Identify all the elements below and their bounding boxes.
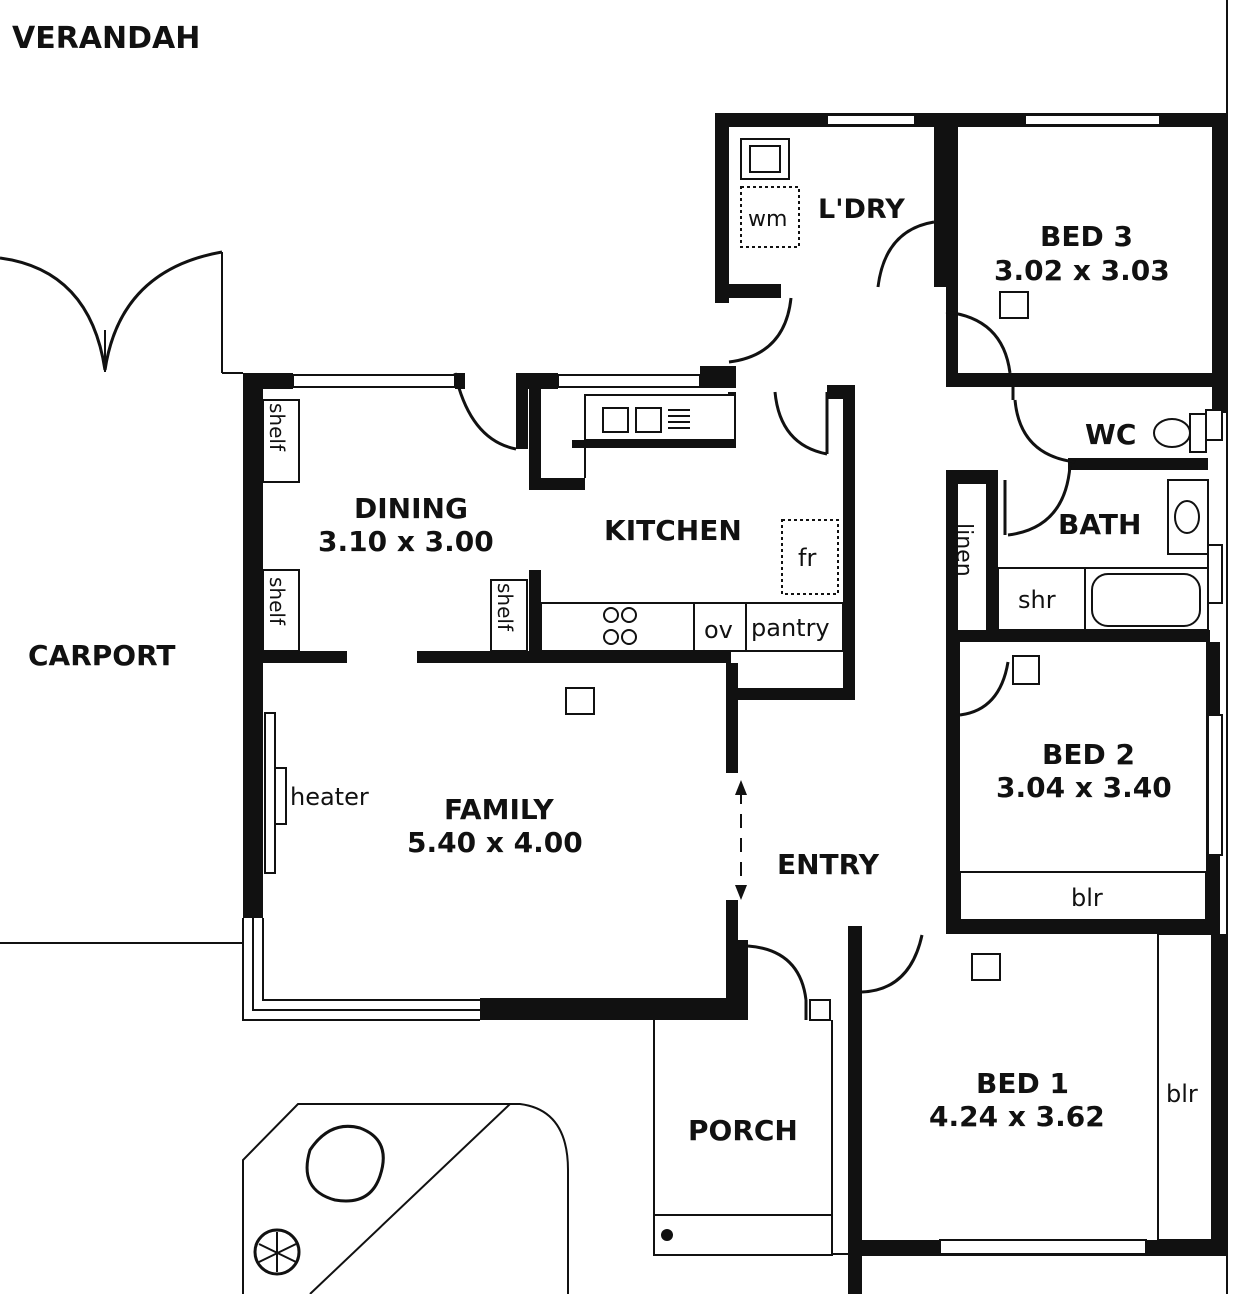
- label-bed2-name: BED 2: [1042, 738, 1135, 771]
- label-verandah: VERANDAH: [12, 21, 200, 56]
- label-dining-size: 3.10 x 3.00: [318, 525, 494, 558]
- label-entry: ENTRY: [777, 848, 880, 881]
- label-fr: fr: [798, 544, 816, 572]
- label-family-name: FAMILY: [444, 793, 554, 826]
- label-shr: shr: [1018, 586, 1056, 614]
- label-bed3-name: BED 3: [1040, 220, 1133, 253]
- label-kitchen: KITCHEN: [604, 514, 742, 547]
- fixtures: [242, 138, 1213, 1294]
- label-linen: linen: [951, 523, 976, 577]
- label-bed1-size: 4.24 x 3.62: [929, 1100, 1105, 1133]
- label-bath: BATH: [1058, 508, 1141, 541]
- label-shelf-kitchen: shelf: [493, 583, 517, 632]
- label-ldry: L'DRY: [818, 194, 905, 225]
- label-wm: wm: [748, 207, 787, 232]
- label-porch: PORCH: [688, 1114, 798, 1147]
- label-dining-name: DINING: [354, 492, 468, 525]
- door-swings: [453, 220, 1076, 1020]
- label-bed2-size: 3.04 x 3.40: [996, 771, 1172, 804]
- label-ov: ov: [704, 616, 733, 644]
- label-wc: WC: [1085, 418, 1136, 451]
- labels: VERANDAH CARPORT L'DRY wm BED 3 3.02 x 3…: [12, 21, 1198, 1147]
- label-bed3-size: 3.02 x 3.03: [994, 254, 1170, 287]
- label-blr-bed2: blr: [1071, 884, 1103, 912]
- label-blr-bed1: blr: [1166, 1080, 1198, 1108]
- label-bed1-name: BED 1: [976, 1067, 1069, 1100]
- label-carport: CARPORT: [28, 639, 176, 672]
- label-heater: heater: [290, 783, 369, 811]
- label-shelf-dining-top: shelf: [265, 403, 289, 452]
- label-family-size: 5.40 x 4.00: [407, 826, 583, 859]
- windows: [242, 114, 1223, 1255]
- label-pantry: pantry: [751, 614, 830, 642]
- label-shelf-dining-bottom: shelf: [265, 577, 289, 626]
